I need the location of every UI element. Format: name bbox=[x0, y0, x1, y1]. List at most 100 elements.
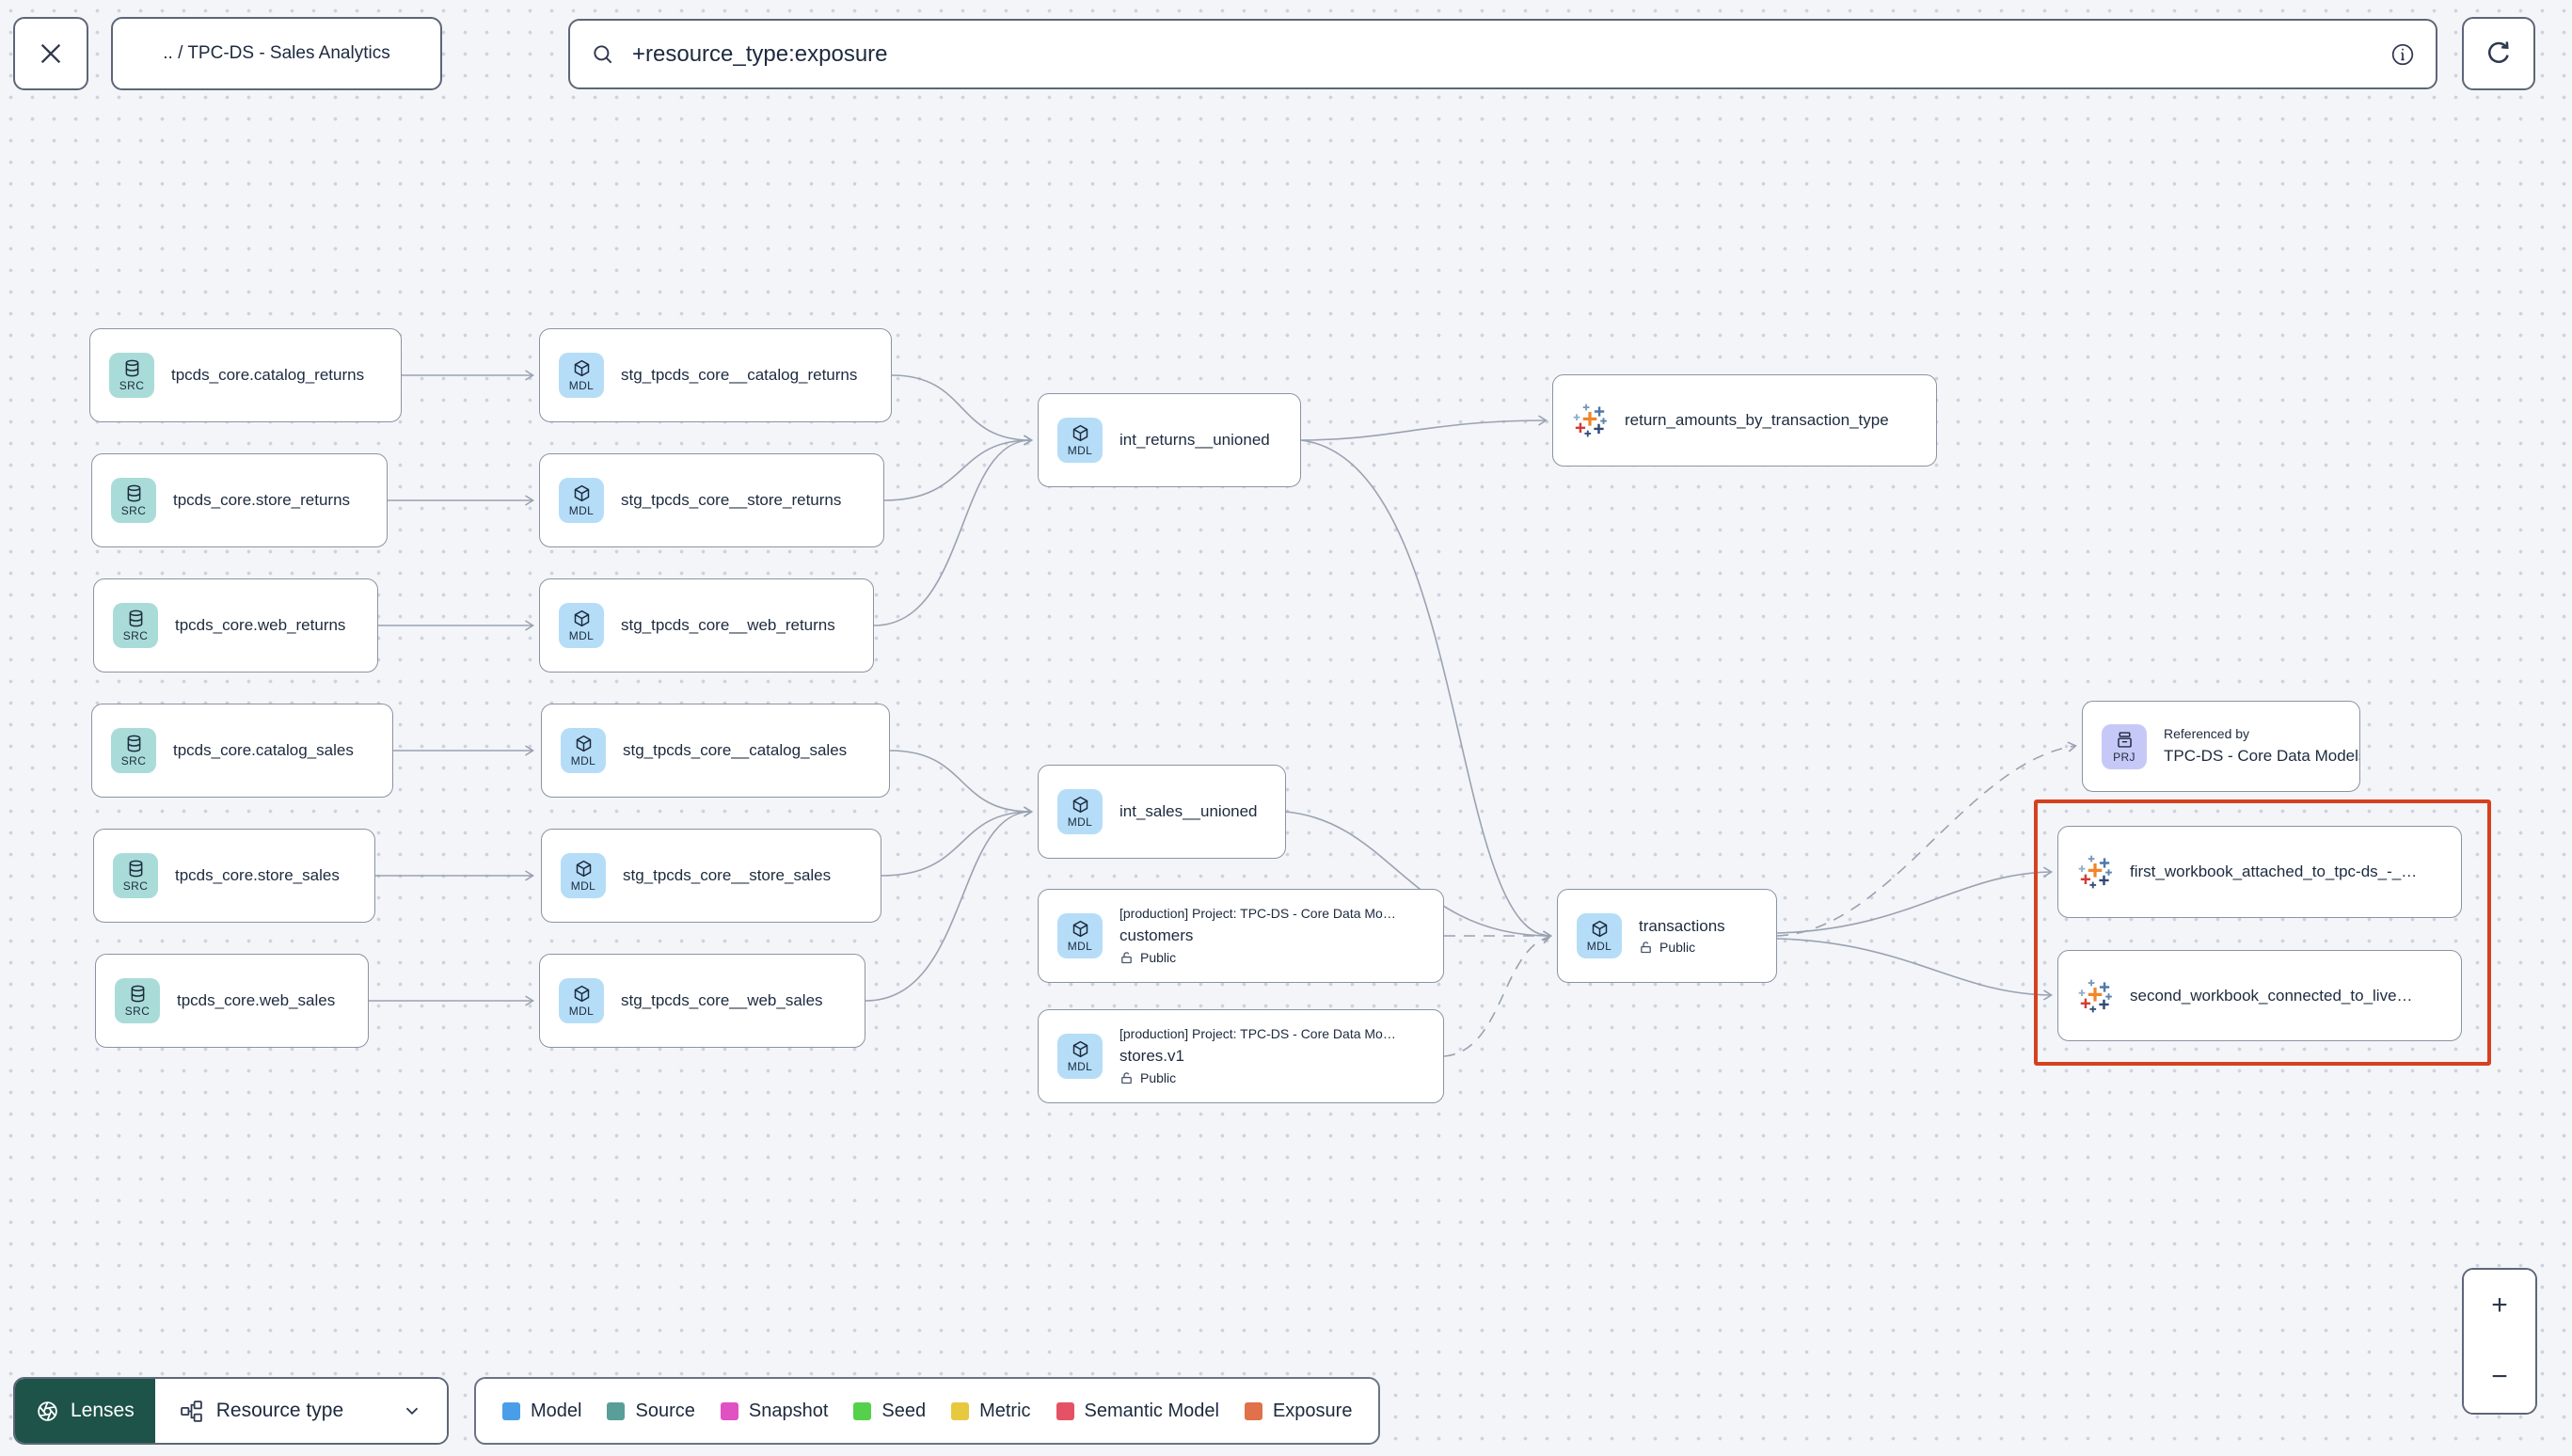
source-badge: SRC bbox=[111, 478, 156, 523]
lineage-edge bbox=[889, 750, 1034, 817]
breadcrumb-label: .. / TPC-DS - Sales Analytics bbox=[163, 43, 390, 63]
lineage-edge bbox=[865, 806, 1034, 1002]
access-level: Public bbox=[1119, 1068, 1396, 1088]
node-project-header: [production] Project: TPC-DS - Core Data… bbox=[1119, 1026, 1396, 1042]
cube-icon bbox=[1072, 796, 1088, 814]
model-badge: MDL bbox=[1577, 913, 1622, 958]
legend-item-source: Source bbox=[607, 1401, 695, 1422]
public-lock-icon bbox=[1641, 942, 1651, 954]
public-lock-icon bbox=[1121, 952, 1132, 963]
aperture-icon bbox=[38, 1401, 57, 1421]
lineage-edge bbox=[881, 806, 1034, 877]
database-icon bbox=[131, 985, 144, 1003]
source-badge: SRC bbox=[113, 603, 158, 648]
search-bar[interactable] bbox=[568, 19, 2437, 89]
lineage-edge bbox=[883, 435, 1034, 501]
legend-item-metric: Metric bbox=[951, 1401, 1031, 1422]
model-badge: MDL bbox=[559, 603, 604, 648]
legend-chip bbox=[607, 1401, 626, 1420]
search-icon bbox=[594, 44, 612, 63]
referenced-by-label: Referenced by bbox=[2164, 726, 2250, 742]
model-badge: MDL bbox=[561, 728, 606, 773]
lineage-edge bbox=[1776, 866, 2054, 934]
zoom-in-button[interactable]: + bbox=[2464, 1270, 2535, 1341]
legend-chip bbox=[502, 1401, 520, 1420]
cube-icon bbox=[576, 735, 591, 752]
refresh-icon bbox=[2488, 41, 2509, 63]
zoom-out-button[interactable]: − bbox=[2464, 1341, 2535, 1413]
database-icon bbox=[127, 484, 140, 502]
model-badge: MDL bbox=[1057, 789, 1103, 834]
search-input[interactable] bbox=[632, 40, 2390, 68]
legend-item-exposure: Exposure bbox=[1244, 1401, 1352, 1422]
chevron-down-icon bbox=[405, 1407, 418, 1416]
legend-item-snapshot: Snapshot bbox=[720, 1401, 828, 1422]
cube-icon bbox=[1072, 1040, 1088, 1058]
source-badge: SRC bbox=[113, 853, 158, 898]
node-project-header: [production] Project: TPC-DS - Core Data… bbox=[1119, 906, 1396, 922]
cube-icon bbox=[574, 609, 589, 627]
lenses-label: Lenses bbox=[71, 1400, 135, 1421]
database-icon bbox=[129, 860, 142, 878]
node-mdl-customers[interactable]: MDL[production] Project: TPC-DS - Core D… bbox=[1038, 889, 1444, 983]
cube-icon bbox=[574, 985, 589, 1003]
refresh-button[interactable] bbox=[2462, 17, 2535, 90]
database-icon bbox=[125, 359, 138, 377]
node-exp-return-amounts[interactable]: return_amounts_by_transaction_type bbox=[1552, 374, 1937, 467]
cube-icon bbox=[576, 860, 591, 878]
lenses-button[interactable]: Lenses bbox=[15, 1379, 155, 1443]
lineage-edge bbox=[1300, 439, 1553, 942]
cube-icon bbox=[1592, 920, 1607, 938]
cube-icon bbox=[1072, 920, 1088, 938]
lineage-edge bbox=[1776, 741, 2077, 937]
lineage-edge bbox=[873, 435, 1034, 626]
close-icon bbox=[40, 43, 61, 64]
legend-chip bbox=[951, 1401, 970, 1420]
model-badge: MDL bbox=[1057, 1034, 1103, 1079]
model-badge: MDL bbox=[559, 353, 604, 398]
legend-chip bbox=[853, 1401, 872, 1420]
legend-chip bbox=[1244, 1401, 1262, 1420]
database-icon bbox=[127, 735, 140, 752]
lineage-edge bbox=[1300, 415, 1548, 441]
node-exp-first-workbook[interactable]: first_workbook_attached_to_tpc-ds_-_… bbox=[2057, 826, 2462, 918]
cube-icon bbox=[574, 484, 589, 502]
breadcrumb[interactable]: .. / TPC-DS - Sales Analytics bbox=[111, 17, 442, 90]
public-lock-icon bbox=[1121, 1072, 1132, 1084]
close-button[interactable] bbox=[13, 17, 88, 90]
database-icon bbox=[129, 609, 142, 627]
model-badge: MDL bbox=[559, 978, 604, 1023]
legend-item-semantic-model: Semantic Model bbox=[1056, 1401, 1219, 1422]
legend-item-model: Model bbox=[502, 1401, 581, 1422]
legend-item-seed: Seed bbox=[853, 1401, 926, 1422]
node-mdl-stores-v1[interactable]: MDL [production] Project: TPC-DS - Core D… bbox=[1038, 1009, 1444, 1103]
cube-icon bbox=[1072, 424, 1088, 442]
tableau-icon bbox=[1573, 404, 1607, 437]
resource-type-label: Resource type bbox=[215, 1400, 344, 1421]
legend-chip bbox=[720, 1401, 738, 1420]
source-badge: SRC bbox=[109, 353, 154, 398]
lineage-edge bbox=[891, 374, 1034, 446]
resource-type-dropdown[interactable]: Resource type bbox=[154, 1379, 447, 1443]
node-exp-second-workbook[interactable]: second_workbook_connected_to_live… bbox=[2057, 950, 2462, 1041]
model-badge: MDL bbox=[559, 478, 604, 523]
tableau-icon bbox=[2078, 855, 2112, 889]
source-badge: SRC bbox=[111, 728, 156, 773]
info-icon[interactable] bbox=[2390, 42, 2415, 67]
